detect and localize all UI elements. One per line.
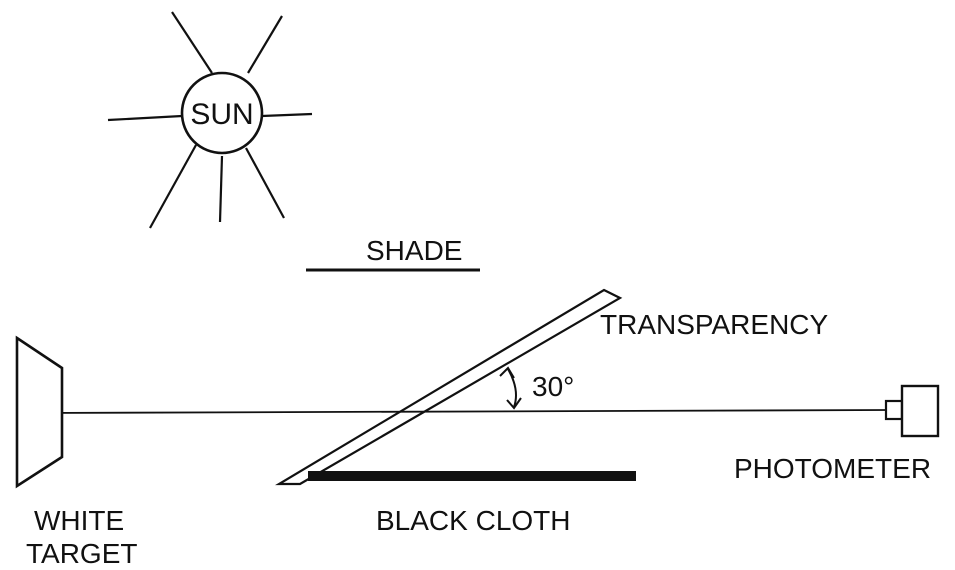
sun-ray: [218, 155, 224, 223]
sun-rays: [107, 11, 313, 229]
white-target-label-line2: TARGET: [26, 538, 137, 569]
photometer-body: [900, 384, 940, 438]
angle-indicator: 30°: [499, 366, 574, 410]
black-cloth-label: BLACK CLOTH: [376, 505, 571, 536]
sun-ray: [149, 144, 197, 229]
sun-ray: [245, 147, 285, 219]
angle-arrowhead-top: [499, 366, 515, 379]
angle-arrowhead-bottom: [506, 397, 522, 410]
sun: SUN: [107, 11, 313, 229]
photometer-lens: [884, 399, 904, 421]
white-target-label-line1: WHITE: [34, 505, 124, 536]
shade-label: SHADE: [366, 235, 462, 266]
sun-ray: [171, 11, 213, 74]
sun-circle: [180, 71, 264, 155]
angle-label: 30°: [532, 371, 574, 402]
sun-ray: [107, 114, 183, 122]
sun-ray: [261, 112, 313, 118]
sun-ray: [247, 15, 283, 74]
transparency-label: TRANSPARENCY: [600, 309, 829, 340]
sun-label: SUN: [190, 98, 253, 131]
photometer-label: PHOTOMETER: [734, 453, 931, 484]
photometer: [884, 384, 940, 438]
transparency-plate: [275, 288, 623, 486]
optical-axis-line: [35, 409, 891, 414]
black-cloth: [308, 471, 636, 481]
white-target: [15, 335, 64, 489]
